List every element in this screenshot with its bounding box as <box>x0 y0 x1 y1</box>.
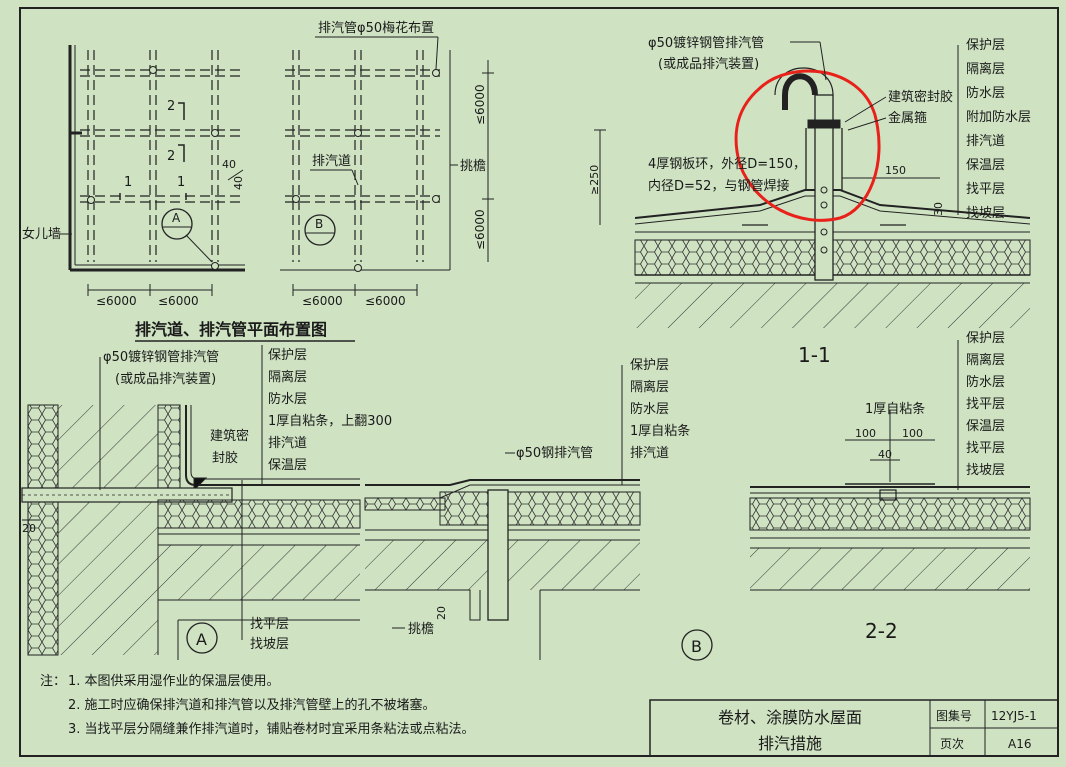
detail-a-drawing <box>21 345 361 660</box>
db-layer: 防水层 <box>630 401 669 417</box>
plan-sec1-right: 1 <box>177 175 185 190</box>
note-item: 3. 当找平层分隔缝兼作排汽道时，铺贴卷材时宜采用条粘法或点粘法。 <box>68 721 475 737</box>
note-item: 2. 施工时应确保排汽道和排汽管以及排汽管壁上的孔不被堵塞。 <box>68 697 436 713</box>
d11-layer: 附加防水层 <box>966 109 1031 125</box>
d11-plate-line-1: 4厚钢板环，外径D=150， <box>648 157 806 172</box>
da-layer: 保温层 <box>268 458 307 473</box>
detail-b-drawing <box>364 365 713 661</box>
plan-marker-b: B <box>315 217 323 231</box>
db-layer-list: 保护层 隔离层 防水层 1厚自粘条 排汽道 <box>630 358 690 461</box>
da-layer: 防水层 <box>268 391 307 407</box>
plan-dim-6000-b: ≤6000 <box>158 294 199 308</box>
plan-left <box>68 45 245 296</box>
da-layer-list: 保护层 隔离层 防水层 1厚自粘条，上翻300 排汽道 保温层 <box>268 348 392 473</box>
highlight-circle <box>734 69 881 222</box>
d11-dim-150: 150 <box>885 164 906 177</box>
detail-2-2-drawing <box>749 340 1031 591</box>
d11-plate-line-2: 内径D=52，与钢管焊接 <box>648 178 789 194</box>
plan-dim-6000-a: ≤6000 <box>96 294 137 308</box>
vent-channel-label: 排汽道 <box>312 154 351 169</box>
db-pipe-label: φ50钢排汽管 <box>516 446 593 461</box>
da-layer: 排汽道 <box>268 436 307 451</box>
plan-title: 排汽道、排汽管平面布置图 <box>135 320 327 339</box>
note-item: 1. 本图供采用湿作业的保温层使用。 <box>68 673 280 689</box>
detail-1-1-title: 1-1 <box>798 343 831 367</box>
page-label: 页次 <box>940 737 964 751</box>
page-value: A16 <box>1008 737 1031 751</box>
plan-dim-6000-v2: ≤6000 <box>473 209 487 250</box>
da-bottom-layer: 找坡层 <box>250 637 289 652</box>
d22-dim-100b: 100 <box>902 427 923 440</box>
d11-sealant-label: 建筑密封胶 <box>888 89 953 105</box>
plan-dim-6000-d: ≤6000 <box>365 294 406 308</box>
detail-2-2-title: 2-2 <box>865 619 898 643</box>
d22-layer: 防水层 <box>966 374 1005 390</box>
d11-layer-list: 保护层 隔离层 防水层 附加防水层 排汽道 保温层 找平层 找坡层 <box>966 38 1031 221</box>
d11-layer: 找坡层 <box>966 206 1005 221</box>
plan-sec2-bottom: 2 <box>167 149 175 164</box>
db-layer: 排汽道 <box>630 446 669 461</box>
d11-cap-label: 金属箍 <box>888 110 927 126</box>
atlas-value: 12YJ5-1 <box>991 709 1037 723</box>
d22-layer: 找平层 <box>966 397 1005 412</box>
d11-layer: 找平层 <box>966 182 1005 197</box>
sheet-border <box>19 7 1059 757</box>
plan-sec1-left: 1 <box>124 175 132 190</box>
da-pipe-label-2: (或成品排汽装置) <box>115 372 216 387</box>
da-layer: 1厚自粘条，上翻300 <box>268 413 392 429</box>
db-layer: 保护层 <box>630 358 669 373</box>
plan-dim-40a: 40 <box>222 158 236 171</box>
plan-dim-6000-c: ≤6000 <box>302 294 343 308</box>
d11-layer: 防水层 <box>966 85 1005 101</box>
da-sealant-2: 封胶 <box>212 450 238 466</box>
da-marker: A <box>196 630 207 649</box>
d11-dim-250: ≥250 <box>588 165 601 195</box>
d22-dim-40: 40 <box>878 448 892 461</box>
d11-pipe-label-1: φ50镀锌钢管排汽管 <box>648 35 764 51</box>
d22-layer: 找坡层 <box>966 463 1005 478</box>
db-dim-20: 20 <box>435 606 448 620</box>
detail-1-1-drawing <box>594 45 1031 328</box>
d22-layer: 保护层 <box>966 331 1005 346</box>
plan-dim-6000-v1: ≤6000 <box>473 84 487 125</box>
db-marker: B <box>691 637 702 656</box>
d22-layer: 找平层 <box>966 441 1005 456</box>
d22-dim-100a: 100 <box>855 427 876 440</box>
title-line-2: 排汽措施 <box>758 734 822 753</box>
plan-dim-40b: 40 <box>232 176 245 190</box>
plan-sec2-top: 2 <box>167 99 175 114</box>
d11-layer: 隔离层 <box>966 61 1005 77</box>
plan-right <box>280 36 494 296</box>
d22-layer: 隔离层 <box>966 352 1005 368</box>
d22-layer: 保温层 <box>966 419 1005 434</box>
db-layer: 隔离层 <box>630 379 669 395</box>
d22-strip-label: 1厚自粘条 <box>865 401 925 417</box>
da-dim-20: 20 <box>22 522 36 535</box>
d22-layer-list: 保护层 隔离层 防水层 找平层 保温层 找平层 找坡层 <box>966 331 1005 478</box>
d11-layer: 保温层 <box>966 158 1005 173</box>
d11-layer: 排汽道 <box>966 134 1005 149</box>
title-block <box>649 699 1059 757</box>
da-bottom-layer: 找平层 <box>250 617 289 632</box>
plan-eave-label: 挑檐 <box>460 159 486 174</box>
d11-dim-30: 30 <box>932 202 945 216</box>
plan-marker-a: A <box>172 211 181 225</box>
da-sealant-1: 建筑密 <box>210 428 249 444</box>
vent-pipe-plum-label: 排汽管φ50梅花布置 <box>318 20 434 36</box>
atlas-label: 图集号 <box>936 708 972 723</box>
parapet-label: 女儿墙 <box>22 226 61 242</box>
da-layer: 隔离层 <box>268 369 307 385</box>
da-pipe-label-1: φ50镀锌钢管排汽管 <box>103 349 219 365</box>
db-eave-label: 挑檐 <box>408 622 434 637</box>
notes-prefix: 注： <box>40 674 66 689</box>
d11-layer: 保护层 <box>966 38 1005 53</box>
d11-pipe-label-2: (或成品排汽装置) <box>658 57 759 72</box>
da-layer: 保护层 <box>268 348 307 363</box>
db-layer: 1厚自粘条 <box>630 423 690 439</box>
title-line-1: 卷材、涂膜防水屋面 <box>718 708 862 727</box>
